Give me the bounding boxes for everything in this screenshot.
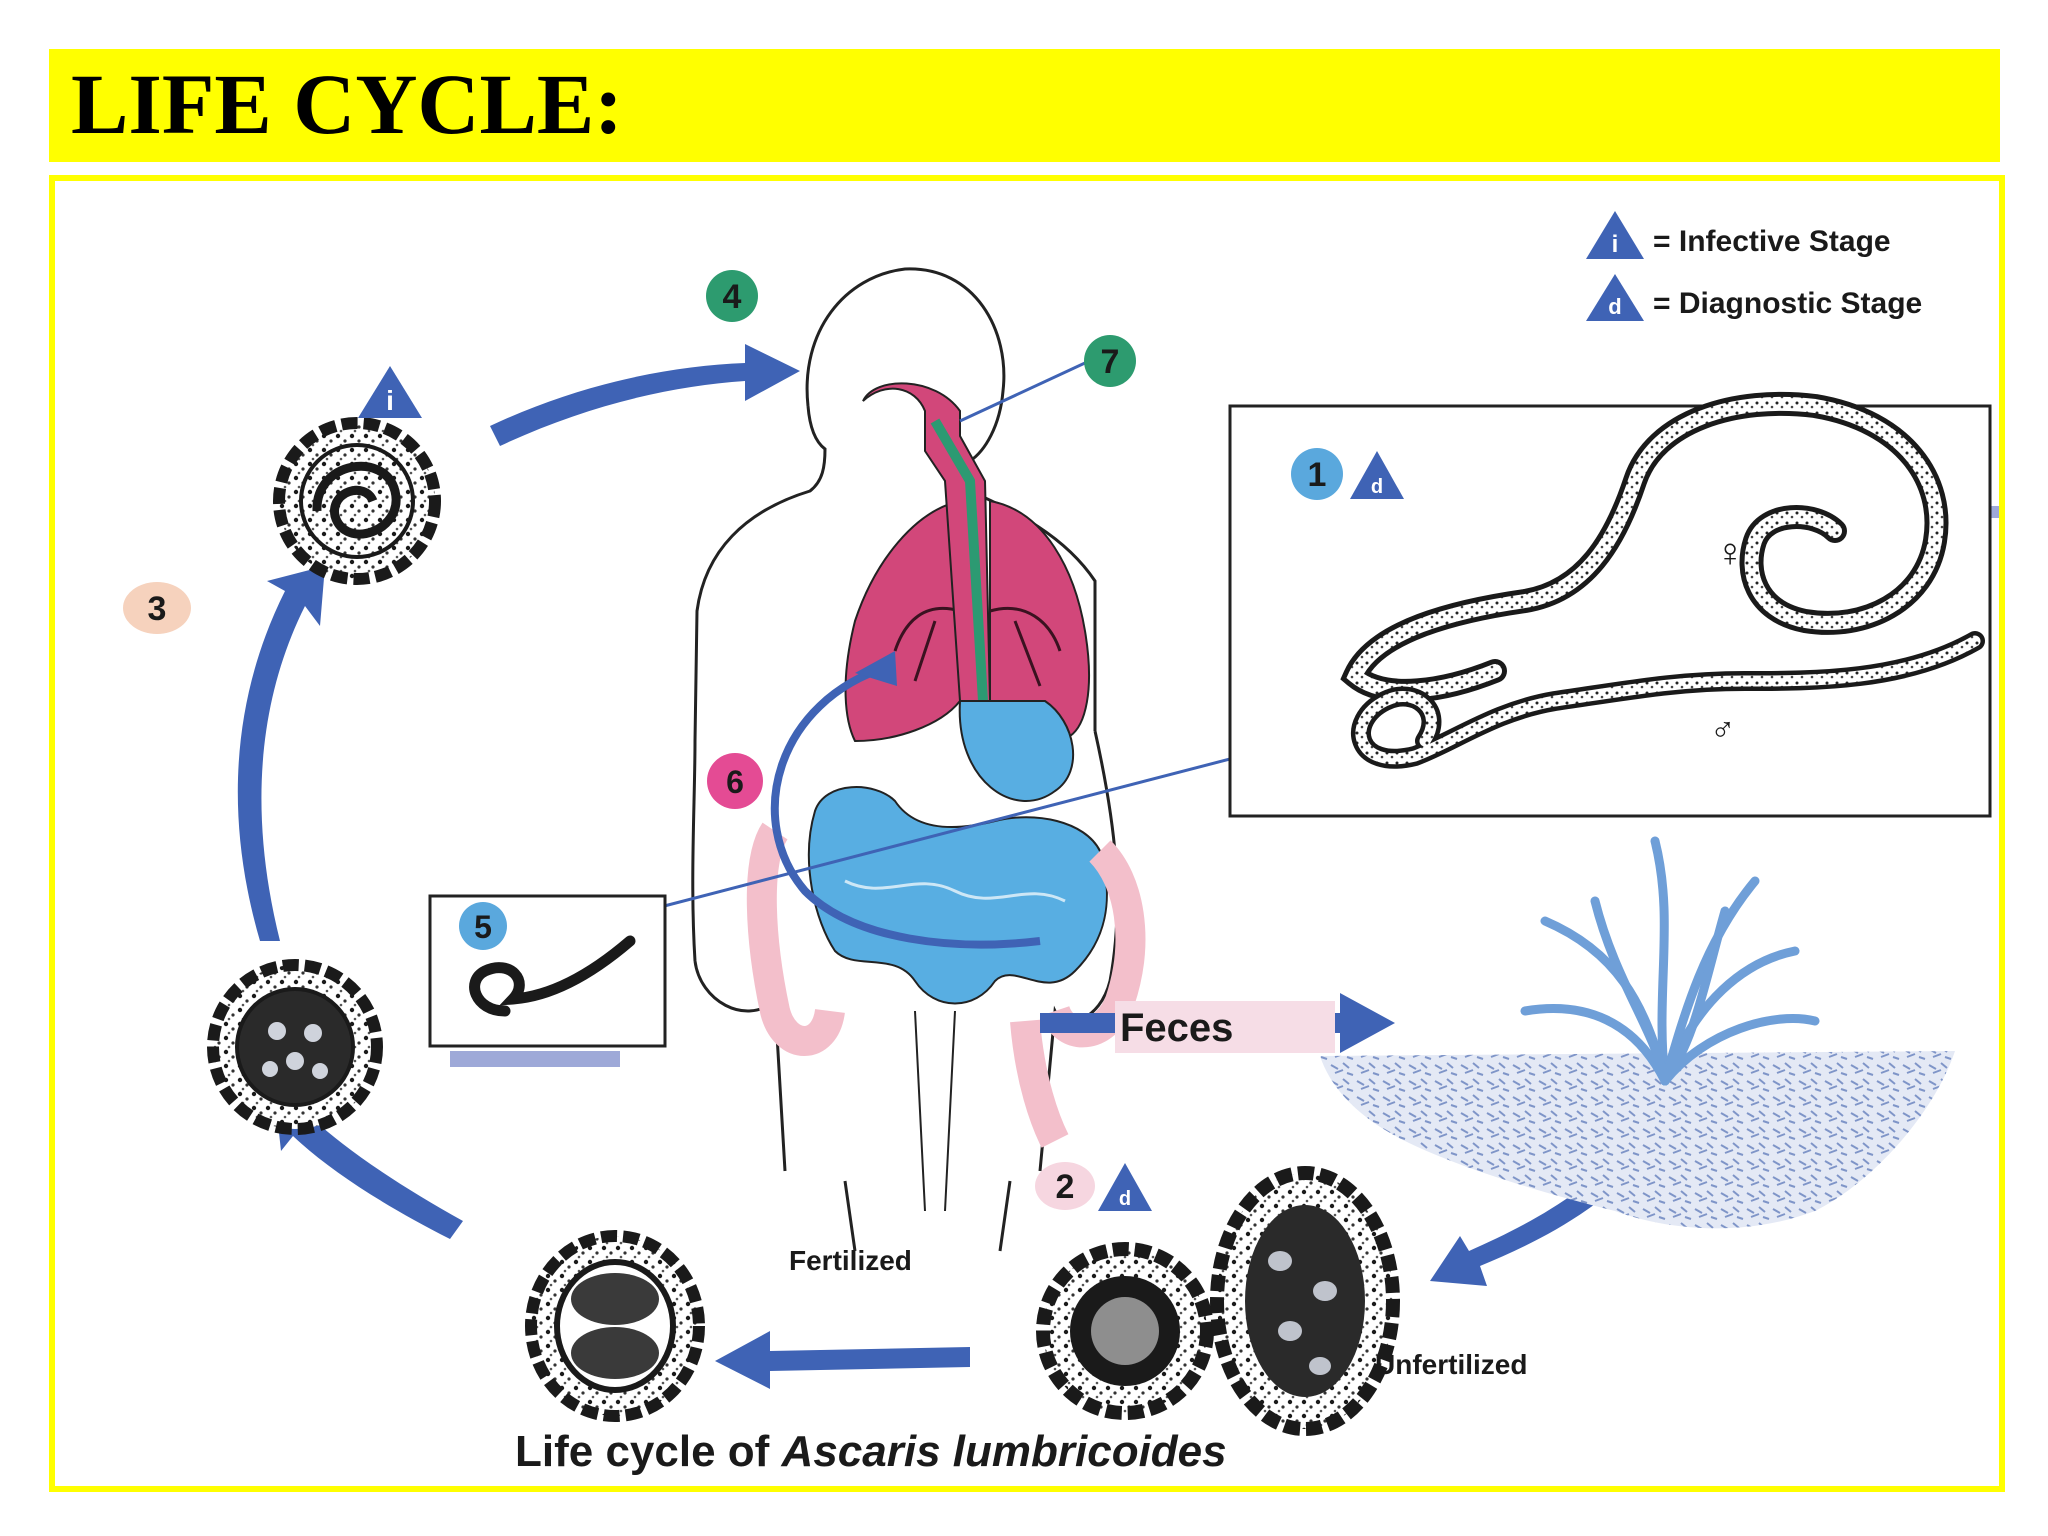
diagram-caption: Life cycle of Ascaris lumbricoides <box>515 1427 1227 1476</box>
step-4-badge: 4 <box>706 270 758 322</box>
svg-text:3: 3 <box>148 590 167 628</box>
diagnostic-stage-legend-icon: d <box>1586 274 1644 321</box>
infective-stage-icon: i <box>358 366 422 418</box>
svg-text:5: 5 <box>474 909 492 945</box>
svg-text:6: 6 <box>726 764 744 800</box>
embryonated-egg-infective <box>273 417 441 585</box>
male-symbol: ♂ <box>1710 711 1736 749</box>
step-3-badge: 3 <box>123 582 191 634</box>
soil-and-plant <box>1320 836 1955 1229</box>
unfertilized-egg <box>1210 1166 1400 1436</box>
airway <box>862 382 992 702</box>
diagnostic-stage-icon-2: d <box>1098 1163 1152 1211</box>
diagram-frame: i = Infective Stage d = Diagnostic Stage… <box>49 175 2005 1492</box>
step-5-badge: 5 <box>459 902 507 950</box>
svg-text:4: 4 <box>723 278 742 316</box>
svg-text:d: d <box>1119 1188 1131 1210</box>
svg-text:2: 2 <box>1056 1168 1075 1206</box>
page-title: LIFE CYCLE: <box>71 56 623 152</box>
migration-arrow <box>770 662 1041 949</box>
svg-text:d: d <box>1608 294 1621 319</box>
migration-arrowhead <box>855 651 897 686</box>
feces-label-bg <box>1115 1001 1335 1053</box>
adult-worms-box: ♀ ♂ 1 d <box>1228 391 1999 818</box>
intestines <box>746 700 1146 1148</box>
diagnostic-stage-icon-1: d <box>1350 451 1404 499</box>
svg-text:i: i <box>1612 231 1619 258</box>
step-7-badge: 7 <box>1084 335 1136 387</box>
title-bar: LIFE CYCLE: <box>49 49 2000 162</box>
larva-box: 5 <box>428 894 667 1067</box>
svg-text:i: i <box>386 385 394 416</box>
larva <box>469 935 636 1017</box>
grass-plant <box>1520 836 1820 1086</box>
unfertilized-label: Unfertilized <box>1375 1349 1527 1380</box>
multicell-egg <box>207 959 383 1135</box>
pointer-lines <box>644 354 1281 913</box>
infective-stage-legend-icon: i <box>1586 211 1644 259</box>
life-cycle-diagram: i = Infective Stage d = Diagnostic Stage… <box>123 211 1999 1476</box>
diagnostic-stage-legend-label: = Diagnostic Stage <box>1653 287 1922 320</box>
two-cell-egg <box>525 1230 705 1422</box>
svg-text:7: 7 <box>1101 343 1120 381</box>
step-2-badge: 2 <box>1035 1162 1095 1210</box>
infective-stage-legend-label: = Infective Stage <box>1653 225 1891 258</box>
step-1-badge: 1 <box>1291 448 1343 500</box>
fertilized-label: Fertilized <box>789 1245 912 1276</box>
fertilized-egg <box>1036 1242 1214 1420</box>
step-6-badge: 6 <box>707 753 763 809</box>
svg-text:d: d <box>1371 476 1383 498</box>
legend: i = Infective Stage d = Diagnostic Stage <box>1586 211 1922 321</box>
female-symbol: ♀ <box>1715 531 1745 575</box>
svg-text:1: 1 <box>1308 456 1327 494</box>
feces-label: Feces <box>1120 1006 1233 1050</box>
